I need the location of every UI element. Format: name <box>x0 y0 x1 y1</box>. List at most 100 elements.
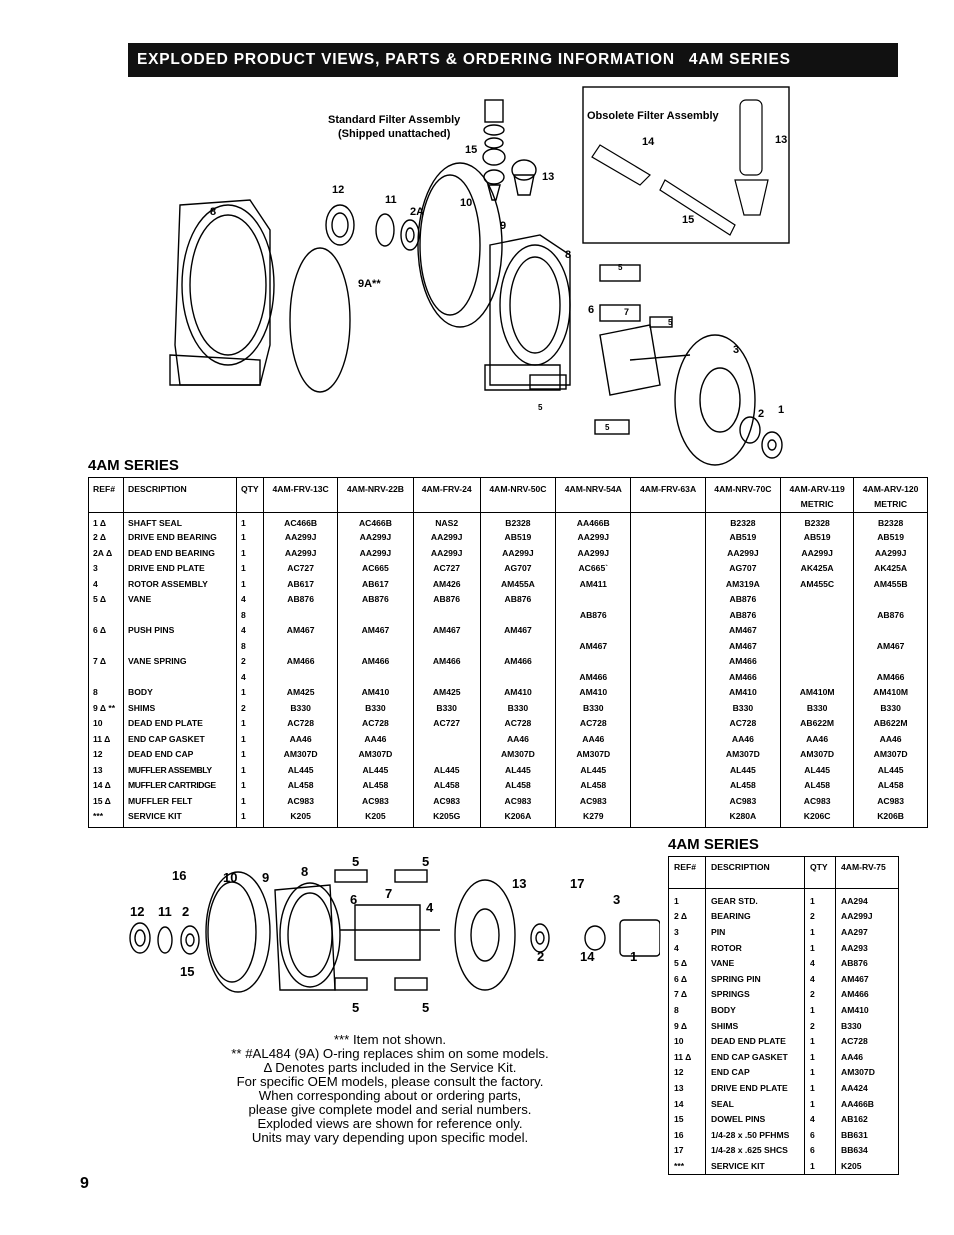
table-cell: 1 <box>804 1080 836 1096</box>
table-cell <box>555 656 632 672</box>
table-cell: BB634 <box>835 1142 899 1159</box>
table-cell: B330 <box>412 702 481 718</box>
table-cell: ROTOR ASSEMBLY <box>123 578 237 594</box>
table-cell: AL458 <box>555 780 632 796</box>
table-cell <box>337 671 414 687</box>
col-model: 4AM-NRV-70C <box>704 477 782 513</box>
table-cell: AB519 <box>853 532 928 548</box>
table-cell: AA299J <box>835 908 899 925</box>
table-cell: 4 <box>804 1111 836 1127</box>
table-cell: 1 <box>236 795 264 811</box>
table-cell <box>555 594 632 610</box>
table-cell: AM410M <box>853 687 928 703</box>
table-cell: DRIVE END PLATE <box>123 563 237 579</box>
parts-table-4am: REF# DESCRIPTION QTY 4AM-FRV-13C 4AM-NRV… <box>88 477 928 828</box>
table-cell: K206C <box>780 811 855 827</box>
table-cell: B2328 <box>780 512 855 532</box>
table-cell: 6 <box>804 1142 836 1159</box>
callout-9: 9 <box>500 220 506 232</box>
table-cell: AA466B <box>835 1095 899 1112</box>
table-cell: 8 <box>88 687 124 703</box>
table-cell: 15 <box>668 1111 706 1127</box>
table-cell: 4 <box>668 939 706 956</box>
table-cell <box>630 811 706 827</box>
table-cell: AC728 <box>479 718 557 734</box>
table-cell: AB876 <box>555 609 632 625</box>
table-cell: 1 <box>236 718 264 734</box>
col-ref: REF# <box>88 477 124 513</box>
table-cell: AL445 <box>853 764 928 780</box>
table-cell: SHAFT SEAL <box>123 512 237 532</box>
table-cell <box>479 671 557 687</box>
table-cell: AC983 <box>853 795 928 811</box>
table-cell: AB876 <box>412 594 481 610</box>
table-cell: AC983 <box>262 795 339 811</box>
table-cell: SPRINGS <box>705 986 805 1003</box>
table-cell <box>853 625 928 641</box>
obsolete-filter-label: Obsolete Filter Assembly <box>587 110 720 122</box>
table-cell: VANE <box>123 594 237 610</box>
table-cell: 1 <box>804 1095 836 1112</box>
table-cell: AC983 <box>337 795 414 811</box>
table-cell: 15 Δ <box>88 795 124 811</box>
table-cell: B330 <box>780 702 855 718</box>
table-cell: AA46 <box>835 1048 899 1065</box>
table-cell: AM307D <box>479 749 557 765</box>
bottom-callout-3: 3 <box>613 892 620 907</box>
table-cell: K205 <box>262 811 339 827</box>
table-cell: END CAP <box>705 1064 805 1081</box>
table-cell: K205 <box>337 811 414 827</box>
table-cell: AM307D <box>704 749 782 765</box>
table-cell: AC727 <box>262 563 339 579</box>
table-cell <box>337 640 414 656</box>
table-cell: 1/4-28 x .50 PFHMS <box>705 1126 805 1143</box>
table-cell: DRIVE END BEARING <box>123 532 237 548</box>
table-cell: 9 Δ ** <box>88 702 124 718</box>
table-cell <box>262 671 339 687</box>
table-cell: 1 <box>804 1048 836 1065</box>
table-cell <box>412 609 481 625</box>
callout-6: 6 <box>588 304 594 316</box>
table-cell: AA294 <box>835 888 899 909</box>
table-cell: 2 <box>804 986 836 1003</box>
rv-col-qty: QTY <box>804 856 836 889</box>
bottom-callout-5c: 5 <box>352 1000 359 1015</box>
col-qty: QTY <box>236 477 264 513</box>
table-cell: AK425A <box>853 563 928 579</box>
table-cell: AL458 <box>412 780 481 796</box>
table-cell <box>123 609 237 625</box>
table-cell: AC728 <box>704 718 782 734</box>
table-cell: AC728 <box>835 1033 899 1049</box>
table-cell: 2 Δ <box>668 908 706 925</box>
table-cell: AM466 <box>704 656 782 672</box>
table-cell: 1 <box>804 1033 836 1049</box>
header-title: EXPLODED PRODUCT VIEWS, PARTS & ORDERING… <box>137 51 675 68</box>
table-cell: 12 <box>668 1064 706 1081</box>
table-cell: 3 <box>88 563 124 579</box>
table-cell <box>479 640 557 656</box>
table-cell: AM467 <box>262 625 339 641</box>
table-cell: K205G <box>412 811 481 827</box>
table-cell: PUSH PINS <box>123 625 237 641</box>
table-cell: AA466B <box>555 512 632 532</box>
table-cell: 1 <box>668 888 706 909</box>
table-cell: AB876 <box>704 594 782 610</box>
col-description: DESCRIPTION <box>123 477 237 513</box>
table-cell: 12 <box>88 749 124 765</box>
table-cell: 6 Δ <box>668 970 706 987</box>
table-cell <box>853 656 928 672</box>
col-model: 4AM-NRV-50C <box>479 477 557 513</box>
callout-3: 3 <box>733 344 739 356</box>
table-cell: AC466B <box>337 512 414 532</box>
